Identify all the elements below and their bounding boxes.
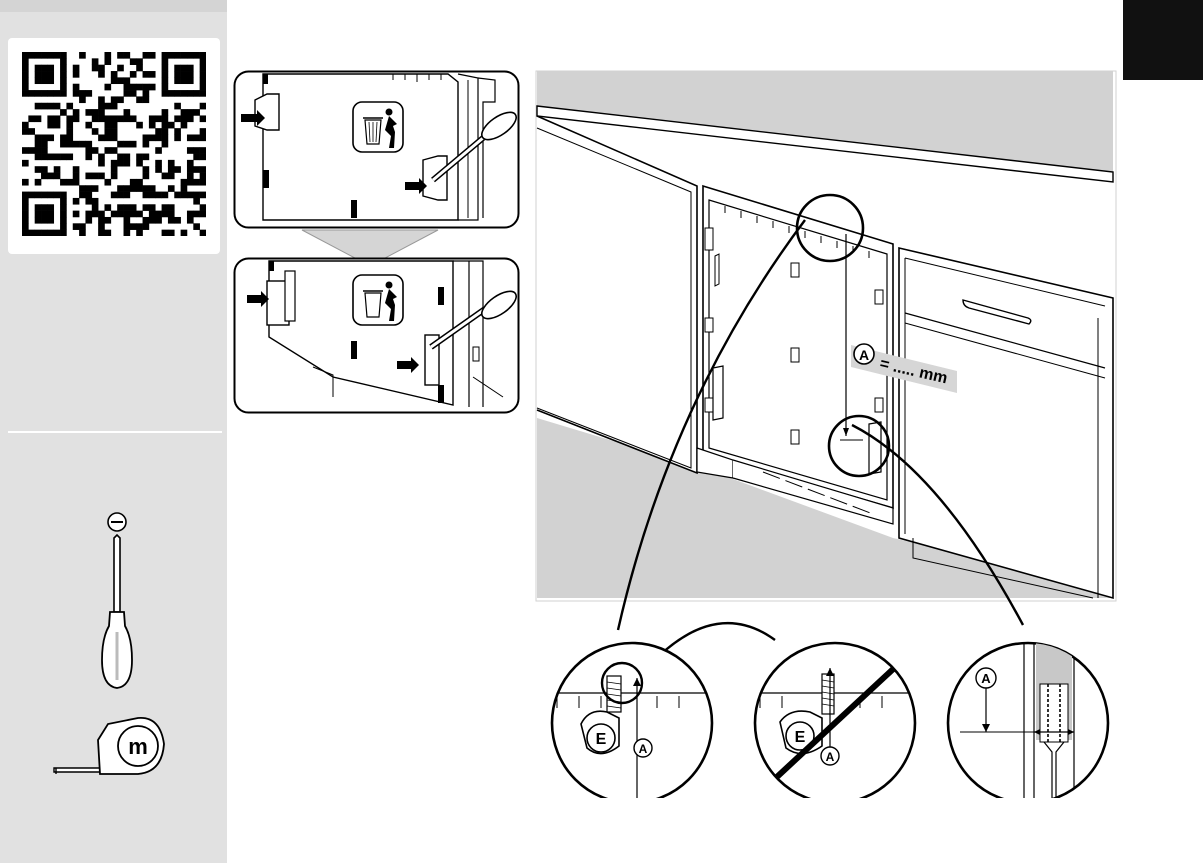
step-panel-top [233,70,521,230]
screwdriver-icon [88,508,148,696]
detail-circle-side: A [940,628,1120,798]
tape-measure-icon: m [50,712,170,782]
detail-left-marker: E [596,731,607,748]
sidebar-top-band [0,0,227,12]
qr-code-icon [22,52,206,236]
detail-left-letter: A [639,742,648,756]
sidebar: m [0,0,227,863]
qr-code-card [8,38,220,254]
sidebar-divider [8,431,222,433]
detail-circle-correct: E A [537,628,727,798]
detail-middle-marker: E [795,729,806,746]
step-panel-bottom [233,257,521,415]
detail-right-letter: A [981,671,991,686]
tape-measure-label: m [128,734,148,759]
corner-tab [1123,0,1203,80]
leader-lines [520,200,1140,680]
detail-middle-letter: A [826,750,835,764]
detail-circle-incorrect: E A [740,628,930,798]
